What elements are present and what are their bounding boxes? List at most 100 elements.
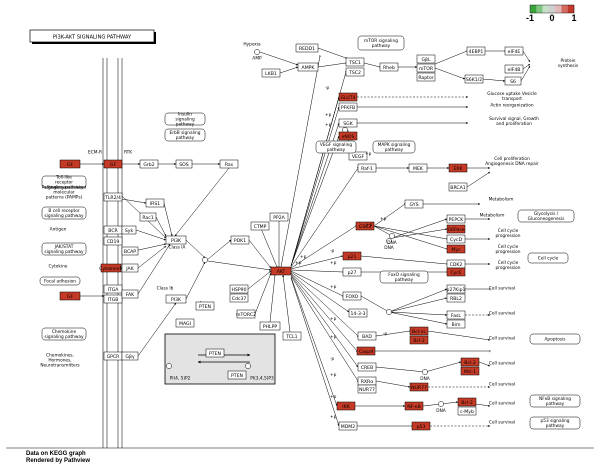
edge	[155, 216, 167, 237]
gene-node-p21: p21	[342, 251, 362, 261]
pathway-label: Focal adhesion	[44, 279, 76, 285]
phosphorylation-label: +p	[325, 112, 332, 118]
gene-node-fak: FAK	[121, 289, 139, 299]
edge	[424, 361, 462, 373]
gene-node-rbl2: RBL2	[446, 293, 466, 303]
gene-label: TLR2/4	[104, 195, 121, 201]
gene-node-pten2: PTEN	[227, 370, 247, 380]
compounds	[166, 49, 444, 407]
gene-node-myc: Myc	[446, 244, 466, 254]
edge	[163, 202, 173, 237]
gene-label: PI3K	[171, 297, 182, 303]
gene-node-cyce: CycE	[446, 267, 466, 277]
gene-node-cmyb: c-Myb	[457, 406, 477, 416]
gene-label: Bcl-2	[464, 360, 476, 366]
gene-label: GF	[67, 162, 74, 168]
gene-label: Mcl-1	[464, 369, 476, 375]
gene-node-magi: MAGI	[175, 318, 195, 328]
text-metabolism2: Metabolism	[480, 213, 505, 219]
gene-node-mtor: mTOR	[416, 63, 436, 73]
gene-label: Bcl-xL	[412, 329, 426, 335]
compound-node	[386, 238, 392, 244]
edge	[363, 62, 381, 69]
text-class1a: Class IA	[169, 245, 186, 251]
gene-node-glut4: GLUT4	[338, 92, 358, 102]
gene-label: CTMP	[254, 224, 267, 230]
gene-node-redd1: REDD1	[295, 43, 319, 53]
phosphorylation-label: +p	[330, 414, 337, 420]
edge	[269, 274, 277, 323]
gene-node-p53: p53	[411, 421, 431, 431]
phosphorylation-label: +p	[366, 222, 373, 228]
gene-label: 14-3-3	[350, 311, 365, 317]
gene-node-s6: S6	[504, 76, 522, 86]
gene-label: S6K1/2	[466, 77, 482, 83]
phosphorylation-label: +p	[330, 394, 337, 400]
footer-line1: Data on KEGG graph	[26, 451, 86, 457]
gene-label: p53	[417, 424, 426, 430]
edge	[317, 47, 347, 60]
edge	[137, 243, 171, 295]
gene-label: S6	[510, 79, 516, 85]
gene-node-erk: ERK	[448, 163, 468, 173]
pathway-link-glyco[interactable]: Glycolysis /Gluconeogenesis	[517, 209, 575, 223]
gene-label: mTORC2	[236, 312, 256, 318]
pathway-link-apoptosis[interactable]: Apoptosis	[529, 333, 581, 345]
gene-label: BAD	[362, 334, 372, 340]
edge	[290, 277, 340, 427]
gene-node-ctmp: CTMP	[250, 221, 270, 231]
phosphorylation-label: +p	[330, 260, 337, 266]
gene-node-tsc1: TSC1	[345, 57, 365, 67]
gene-node-tlr24: TLR2/4	[103, 192, 123, 202]
gene-label: c-Myb	[460, 409, 474, 415]
gene-node-pten: PTEN	[195, 301, 215, 311]
pathway-label: Glycolysis /Gluconeogenesis	[528, 211, 565, 222]
text-hypoxia: Hypoxia	[243, 42, 261, 48]
gene-label: RXRα	[361, 379, 374, 385]
text-cytokine: Cytokine	[49, 264, 68, 270]
pathway-link-cellcycle[interactable]: Cell cycle	[527, 252, 569, 264]
phosphorylation-label: -p	[383, 332, 388, 337]
edge	[373, 225, 393, 238]
edge	[290, 271, 350, 313]
gene-label: MAGI	[179, 321, 191, 327]
diagram-title: PI3K-AKT SIGNALING PATHWAY	[53, 35, 132, 41]
dna-label: DNA	[420, 376, 430, 382]
edge	[290, 275, 360, 382]
gene-label: IRS1	[150, 201, 160, 207]
gene-label: CDK2	[450, 262, 463, 268]
text-amp: AMP	[252, 56, 262, 62]
gene-label: HSP90	[232, 287, 247, 293]
compound-node	[386, 309, 392, 315]
gene-label: Raf-1	[361, 166, 373, 172]
gene-node-raf1: Raf-1	[357, 163, 377, 173]
edge	[290, 269, 344, 274]
phosphorylation-label: -p	[330, 249, 335, 254]
gene-node-ikk: IKK	[336, 401, 356, 411]
gene-label: IKK	[342, 404, 350, 410]
gene-node-cdc37: Cdc37	[229, 293, 249, 303]
edge	[259, 51, 299, 66]
text-ecm_r: ECM-R	[88, 150, 102, 156]
gene-node-mcl1: Mcl-1	[460, 366, 480, 376]
gene-node-nfkb: NF-κB	[404, 401, 424, 411]
pathway-link-focal[interactable]: Focal adhesion	[39, 276, 81, 286]
